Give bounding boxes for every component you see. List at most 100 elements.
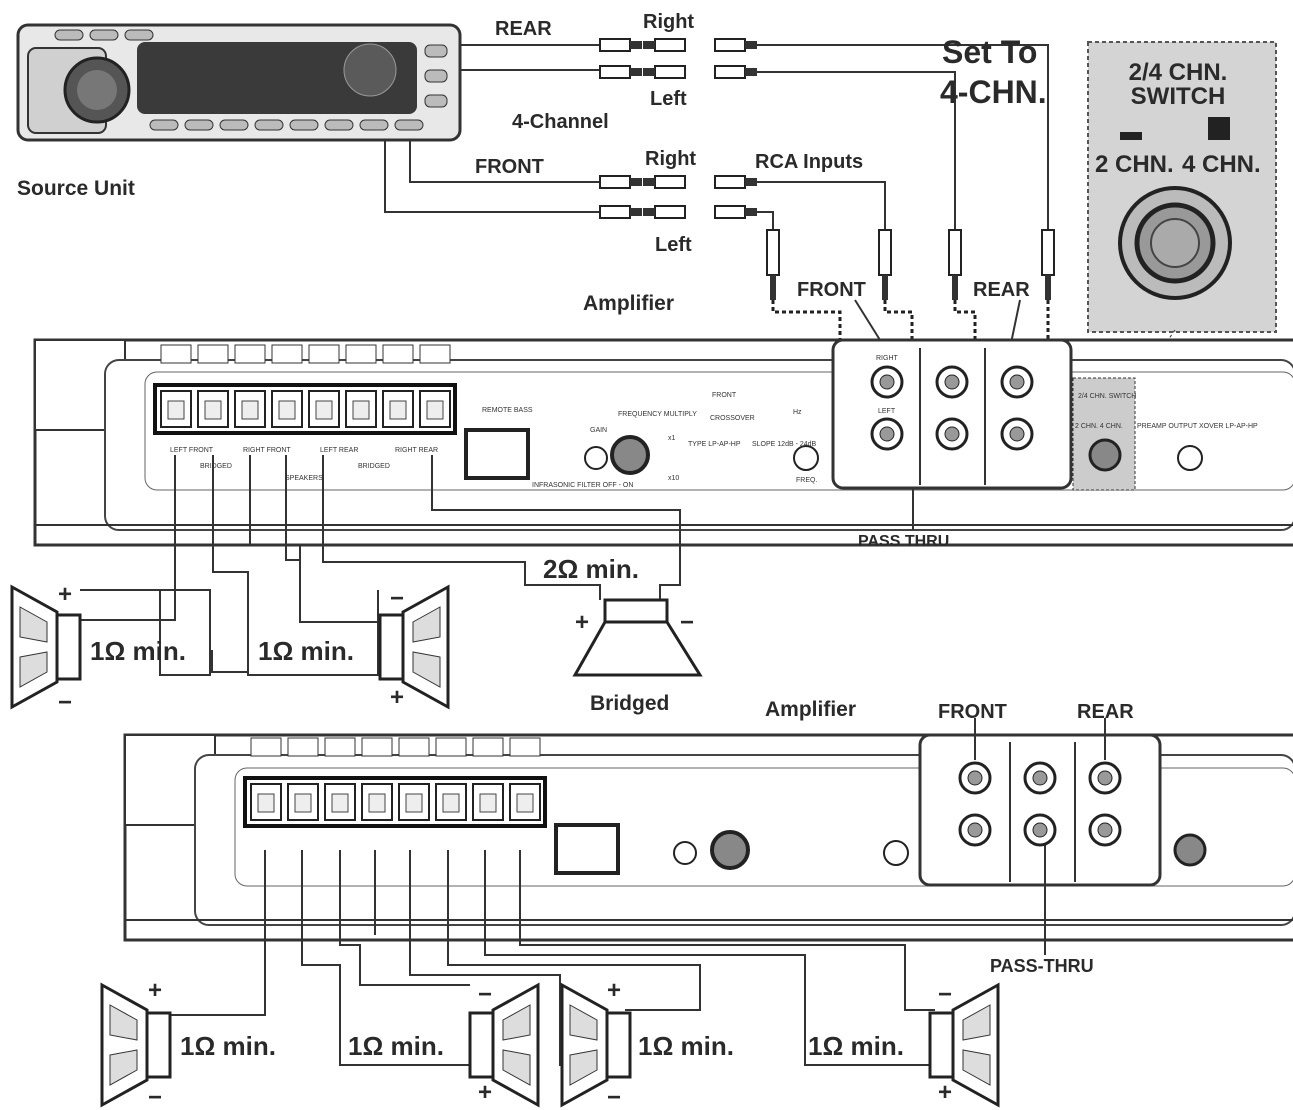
slope-label: SLOPE 12dB - 24dB bbox=[752, 441, 817, 448]
source-unit-button bbox=[124, 29, 154, 41]
heatsink-fin bbox=[160, 344, 192, 364]
amplifier-1 bbox=[33, 338, 1293, 547]
heatsink-fin bbox=[419, 344, 451, 364]
rca-inputs-label: RCA Inputs bbox=[755, 151, 863, 173]
speaker-cone-panel bbox=[502, 1004, 531, 1041]
rca-plug bbox=[714, 175, 757, 189]
speaker-cone-panel bbox=[109, 1049, 138, 1086]
speaker-cone bbox=[560, 982, 609, 1108]
rca-plug bbox=[643, 65, 686, 79]
front-section-label: FRONT bbox=[712, 392, 737, 399]
minus-sign: − bbox=[478, 981, 492, 1008]
source-unit-button bbox=[219, 119, 249, 131]
rca-front-label: FRONT bbox=[475, 156, 544, 178]
rca-plug-tip bbox=[630, 68, 642, 76]
terminal-label-right-front: RIGHT FRONT bbox=[243, 447, 291, 454]
rca-plug bbox=[599, 38, 642, 52]
speaker bbox=[560, 982, 632, 1108]
source-unit-button bbox=[424, 69, 448, 83]
terminal-label-right-rear: RIGHT REAR bbox=[395, 447, 438, 454]
speaker-cone-panel bbox=[502, 1049, 531, 1086]
rca-plug bbox=[714, 38, 757, 52]
rca-left-label: LEFT bbox=[878, 408, 896, 415]
rca-plug-body bbox=[654, 175, 686, 189]
terminal-screw bbox=[405, 793, 423, 813]
terminal-label-left-rear: LEFT REAR bbox=[320, 447, 358, 454]
amp1-rear-label: REAR bbox=[973, 279, 1030, 301]
hz-label: Hz bbox=[793, 409, 802, 416]
rca-jack-center bbox=[944, 374, 960, 390]
source-unit-label: Source Unit bbox=[17, 177, 135, 200]
source-unit-button bbox=[289, 119, 319, 131]
terminal-screw bbox=[368, 793, 386, 813]
freq-label: FREQ. bbox=[796, 477, 817, 484]
speaker-cone bbox=[572, 620, 703, 677]
x1-label: x1 bbox=[668, 435, 676, 442]
heatsink-fin bbox=[345, 344, 377, 364]
rca-plug-vertical bbox=[878, 229, 892, 300]
rca-rear-right-label: Right bbox=[643, 11, 694, 33]
speaker-impedance: 1Ω min. bbox=[180, 1031, 276, 1061]
rca-plug bbox=[643, 38, 686, 52]
terminal-screw bbox=[389, 400, 407, 420]
four-channel-label: 4-Channel bbox=[512, 111, 609, 133]
rca-plug-tip bbox=[1045, 275, 1051, 300]
terminal-label-left-front: LEFT FRONT bbox=[170, 447, 214, 454]
heatsink-fin bbox=[435, 737, 467, 757]
amp1-label: Amplifier bbox=[583, 292, 674, 315]
heatsink-fin bbox=[382, 344, 414, 364]
rca-plug-body bbox=[599, 65, 631, 79]
rca-plug-tip bbox=[643, 178, 655, 186]
rca-plug-body bbox=[599, 38, 631, 52]
rca-jack-center bbox=[1032, 822, 1048, 838]
speaker-magnet bbox=[378, 613, 405, 681]
speaker-impedance: 1Ω min. bbox=[808, 1031, 904, 1061]
heatsink-fin bbox=[234, 344, 266, 364]
speaker-cone-panel bbox=[19, 606, 48, 643]
minus-sign: − bbox=[148, 1084, 162, 1110]
heatsink-fin bbox=[509, 737, 541, 757]
amp2-front-label: FRONT bbox=[938, 701, 1007, 723]
switch-2chn-glyph bbox=[1120, 132, 1142, 140]
source-unit bbox=[16, 23, 462, 142]
minus-sign: − bbox=[58, 689, 72, 716]
speaker-impedance: 1Ω min. bbox=[348, 1031, 444, 1061]
preamp-label: PREAMP OUTPUT XOVER LP-AP-HP bbox=[1137, 423, 1258, 430]
minus-sign: − bbox=[607, 1084, 621, 1110]
rca-jack-center bbox=[1097, 770, 1113, 786]
rca-plug bbox=[599, 65, 642, 79]
heatsink-fin bbox=[361, 737, 393, 757]
rca-jack-center bbox=[967, 770, 983, 786]
rca-jack-center bbox=[1009, 426, 1025, 442]
rca-plug-body bbox=[714, 38, 746, 52]
speaker-terminal bbox=[509, 783, 541, 821]
speaker-cone-panel bbox=[962, 1049, 991, 1086]
speaker-cone-panel bbox=[412, 606, 441, 643]
plus-sign: + bbox=[478, 1079, 492, 1106]
rca-plug-tip bbox=[882, 275, 888, 300]
plus-sign: + bbox=[938, 1079, 952, 1106]
rca-plug bbox=[643, 205, 686, 219]
switch-title-1: 2/4 CHN. bbox=[1129, 59, 1228, 86]
minus-sign: − bbox=[390, 585, 404, 612]
heatsink-fin bbox=[287, 737, 319, 757]
speaker-cone-panel bbox=[412, 651, 441, 688]
rca-plug-tip bbox=[745, 208, 757, 216]
source-unit-button bbox=[424, 44, 448, 58]
freq-multiply-label: FREQUENCY MULTIPLY bbox=[618, 411, 697, 418]
speaker-magnet bbox=[605, 1011, 632, 1079]
terminal-screw bbox=[352, 400, 370, 420]
rca-jack-center bbox=[879, 374, 895, 390]
heatsink-fin bbox=[197, 344, 229, 364]
rca-jack-center bbox=[1097, 822, 1113, 838]
terminal-screw bbox=[516, 793, 534, 813]
speaker bbox=[468, 982, 540, 1108]
rca-plug bbox=[599, 205, 642, 219]
rca-rear-left-label: Left bbox=[650, 88, 687, 110]
rca-front-left-label: Left bbox=[655, 234, 692, 256]
heatsink-fin bbox=[324, 737, 356, 757]
source-unit-button bbox=[54, 29, 84, 41]
rca-plug-tip bbox=[630, 41, 642, 49]
terminal-screw bbox=[241, 400, 259, 420]
